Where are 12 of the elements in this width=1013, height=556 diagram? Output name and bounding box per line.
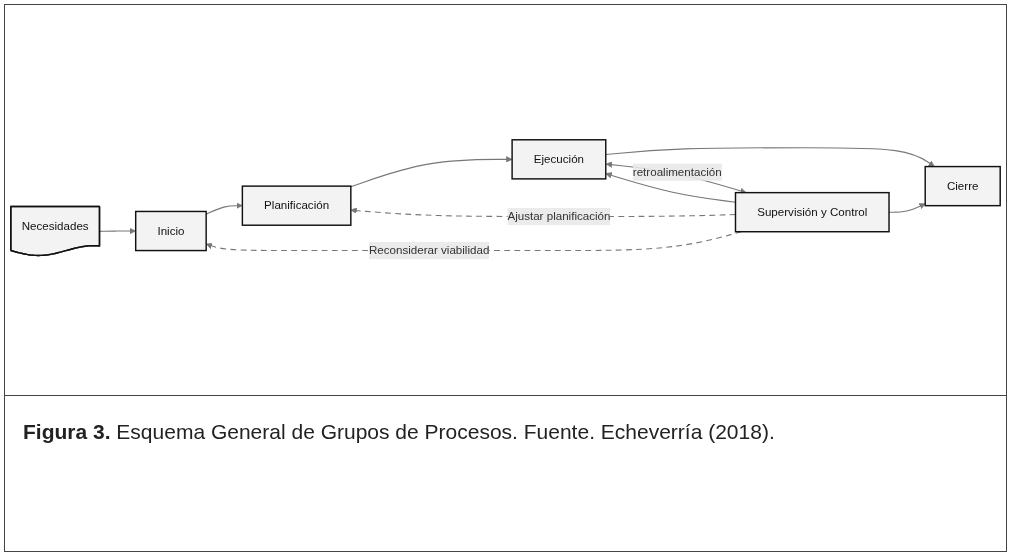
edge-label: retroalimentación bbox=[632, 166, 722, 179]
figure-caption: Figura 3. Esquema General de Grupos de Procesos. Fuente. Echeverría (2018). bbox=[23, 419, 776, 445]
node-box: Ejecución bbox=[511, 139, 607, 181]
node-box: Cierre bbox=[924, 166, 1001, 207]
edge-label: Reconsiderar viabilidad bbox=[368, 244, 490, 257]
arrow bbox=[99, 228, 136, 235]
arrow bbox=[605, 147, 935, 168]
arrow bbox=[350, 156, 513, 188]
edge-label: Ajustar planificación bbox=[507, 210, 611, 223]
node-box: Inicio bbox=[134, 211, 207, 252]
node-box: Supervisión y Control bbox=[734, 192, 890, 233]
node-box: Planificación bbox=[241, 185, 352, 227]
